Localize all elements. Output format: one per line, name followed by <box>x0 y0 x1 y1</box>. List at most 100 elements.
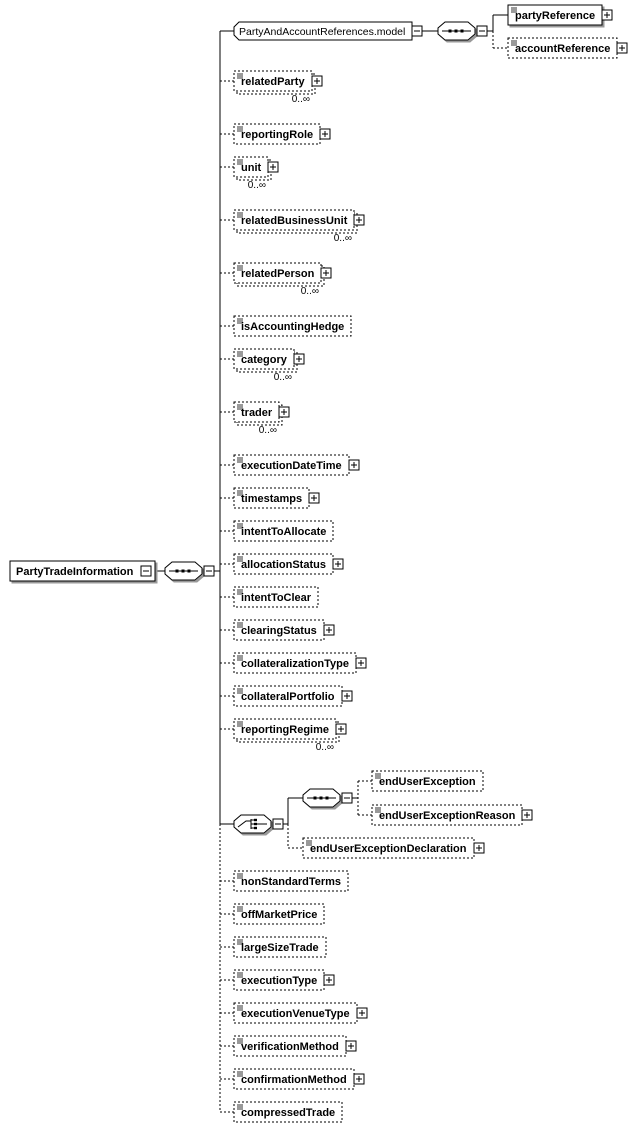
element-trader[interactable]: trader 0..∞ <box>233 401 283 436</box>
collapse-icon[interactable] <box>476 25 488 37</box>
element-reportingRole[interactable]: reportingRole <box>233 123 321 145</box>
collapse-icon[interactable] <box>272 818 284 830</box>
element-isAccountingHedge[interactable]: isAccountingHedge <box>233 315 352 337</box>
expand-icon[interactable] <box>353 214 365 226</box>
collapse-icon[interactable] <box>411 25 423 37</box>
expand-icon[interactable] <box>323 624 335 636</box>
element-label: relatedParty <box>241 76 305 88</box>
expand-icon[interactable] <box>311 75 323 87</box>
element-collateralizationType[interactable]: collateralizationType <box>233 652 357 674</box>
element-partyReference[interactable]: partyReference <box>507 4 603 26</box>
expand-icon[interactable] <box>521 809 533 821</box>
expand-icon[interactable] <box>616 42 628 54</box>
element-label: largeSizeTrade <box>241 942 319 954</box>
expand-icon[interactable] <box>278 406 290 418</box>
element-confirmationMethod[interactable]: confirmationMethod <box>233 1068 355 1090</box>
model-sequence-compositor[interactable] <box>437 21 476 41</box>
collapse-icon[interactable] <box>341 792 353 804</box>
element-label: clearingStatus <box>241 625 317 637</box>
element-largeSizeTrade[interactable]: largeSizeTrade <box>233 936 327 958</box>
model-group[interactable]: PartyAndAccountReferences.model <box>233 21 413 41</box>
choice-compositor[interactable] <box>233 814 272 834</box>
expand-icon[interactable] <box>320 267 332 279</box>
expand-icon[interactable] <box>473 842 485 854</box>
nodes-layer: PartyTradeInformation PartyAndAccountRefe… <box>9 4 628 1123</box>
element-label: accountReference <box>515 43 610 55</box>
expand-icon[interactable] <box>356 1007 368 1019</box>
element-label: trader <box>241 407 273 419</box>
expand-icon[interactable] <box>353 1073 365 1085</box>
cardinality-label: 0..∞ <box>259 425 277 436</box>
root-sequence-compositor[interactable] <box>164 561 203 581</box>
cardinality-label: 0..∞ <box>292 94 310 105</box>
connector-lines <box>151 14 508 1113</box>
element-accountReference[interactable]: accountReference <box>507 37 618 59</box>
element-label: endUserException <box>379 776 476 788</box>
expand-icon[interactable] <box>601 9 613 21</box>
element-executionType[interactable]: executionType <box>233 969 325 991</box>
expand-icon[interactable] <box>332 558 344 570</box>
element-category[interactable]: category 0..∞ <box>233 348 298 383</box>
element-label: collateralPortfolio <box>241 691 335 703</box>
element-label: partyReference <box>515 10 595 22</box>
element-label: compressedTrade <box>241 1107 335 1119</box>
element-nonStandardTerms[interactable]: nonStandardTerms <box>233 870 349 892</box>
element-label: verificationMethod <box>241 1041 339 1053</box>
cardinality-label: 0..∞ <box>334 233 352 244</box>
cardinality-label: 0..∞ <box>274 372 292 383</box>
element-executionDateTime[interactable]: executionDateTime <box>233 454 350 476</box>
element-relatedParty[interactable]: relatedParty 0..∞ <box>233 70 316 105</box>
element-label: executionType <box>241 975 317 987</box>
element-label: offMarketPrice <box>241 909 317 921</box>
expand-icon[interactable] <box>341 690 353 702</box>
cardinality-label: 0..∞ <box>316 742 334 753</box>
element-label: unit <box>241 162 261 174</box>
element-label: isAccountingHedge <box>241 321 344 333</box>
element-label: nonStandardTerms <box>241 876 341 888</box>
element-label: reportingRole <box>241 129 313 141</box>
element-label: category <box>241 354 288 366</box>
collapse-icon[interactable] <box>203 565 215 577</box>
element-relatedBusinessUnit[interactable]: relatedBusinessUnit 0..∞ <box>233 209 358 244</box>
element-label: timestamps <box>241 493 302 505</box>
model-group-label: PartyAndAccountReferences.model <box>239 26 405 38</box>
element-collateralPortfolio[interactable]: collateralPortfolio <box>233 685 343 707</box>
element-label: confirmationMethod <box>241 1074 347 1086</box>
expand-icon[interactable] <box>335 723 347 735</box>
element-label: intentToAllocate <box>241 526 326 538</box>
element-label: relatedBusinessUnit <box>241 215 348 227</box>
expand-icon[interactable] <box>345 1040 357 1052</box>
element-label: allocationStatus <box>241 559 326 571</box>
expand-icon[interactable] <box>323 974 335 986</box>
expand-icon[interactable] <box>355 657 367 669</box>
cardinality-label: 0..∞ <box>301 286 319 297</box>
element-label: endUserExceptionDeclaration <box>310 843 467 855</box>
expand-icon[interactable] <box>293 353 305 365</box>
root-label: PartyTradeInformation <box>16 566 134 578</box>
element-clearingStatus[interactable]: clearingStatus <box>233 619 325 641</box>
element-executionVenueType[interactable]: executionVenueType <box>233 1002 358 1024</box>
expand-icon[interactable] <box>319 128 331 140</box>
element-endUserExceptionDeclaration[interactable]: endUserExceptionDeclaration <box>302 837 475 859</box>
element-offMarketPrice[interactable]: offMarketPrice <box>233 903 325 925</box>
expand-icon[interactable] <box>308 492 320 504</box>
element-timestamps[interactable]: timestamps <box>233 487 310 509</box>
element-endUserException[interactable]: endUserException <box>371 770 484 792</box>
element-relatedPerson[interactable]: relatedPerson 0..∞ <box>233 262 325 297</box>
element-endUserExceptionReason[interactable]: endUserExceptionReason <box>371 804 523 826</box>
element-label: collateralizationType <box>241 658 349 670</box>
element-label: relatedPerson <box>241 268 315 280</box>
expand-icon[interactable] <box>267 161 279 173</box>
element-intentToClear[interactable]: intentToClear <box>233 586 319 608</box>
expand-icon[interactable] <box>348 459 360 471</box>
element-allocationStatus[interactable]: allocationStatus <box>233 553 334 575</box>
root-element[interactable]: PartyTradeInformation <box>9 560 156 582</box>
element-compressedTrade[interactable]: compressedTrade <box>233 1101 343 1123</box>
element-intentToAllocate[interactable]: intentToAllocate <box>233 520 334 542</box>
choice-sequence-compositor[interactable] <box>302 788 341 808</box>
element-verificationMethod[interactable]: verificationMethod <box>233 1035 347 1057</box>
collapse-icon[interactable] <box>140 565 152 577</box>
